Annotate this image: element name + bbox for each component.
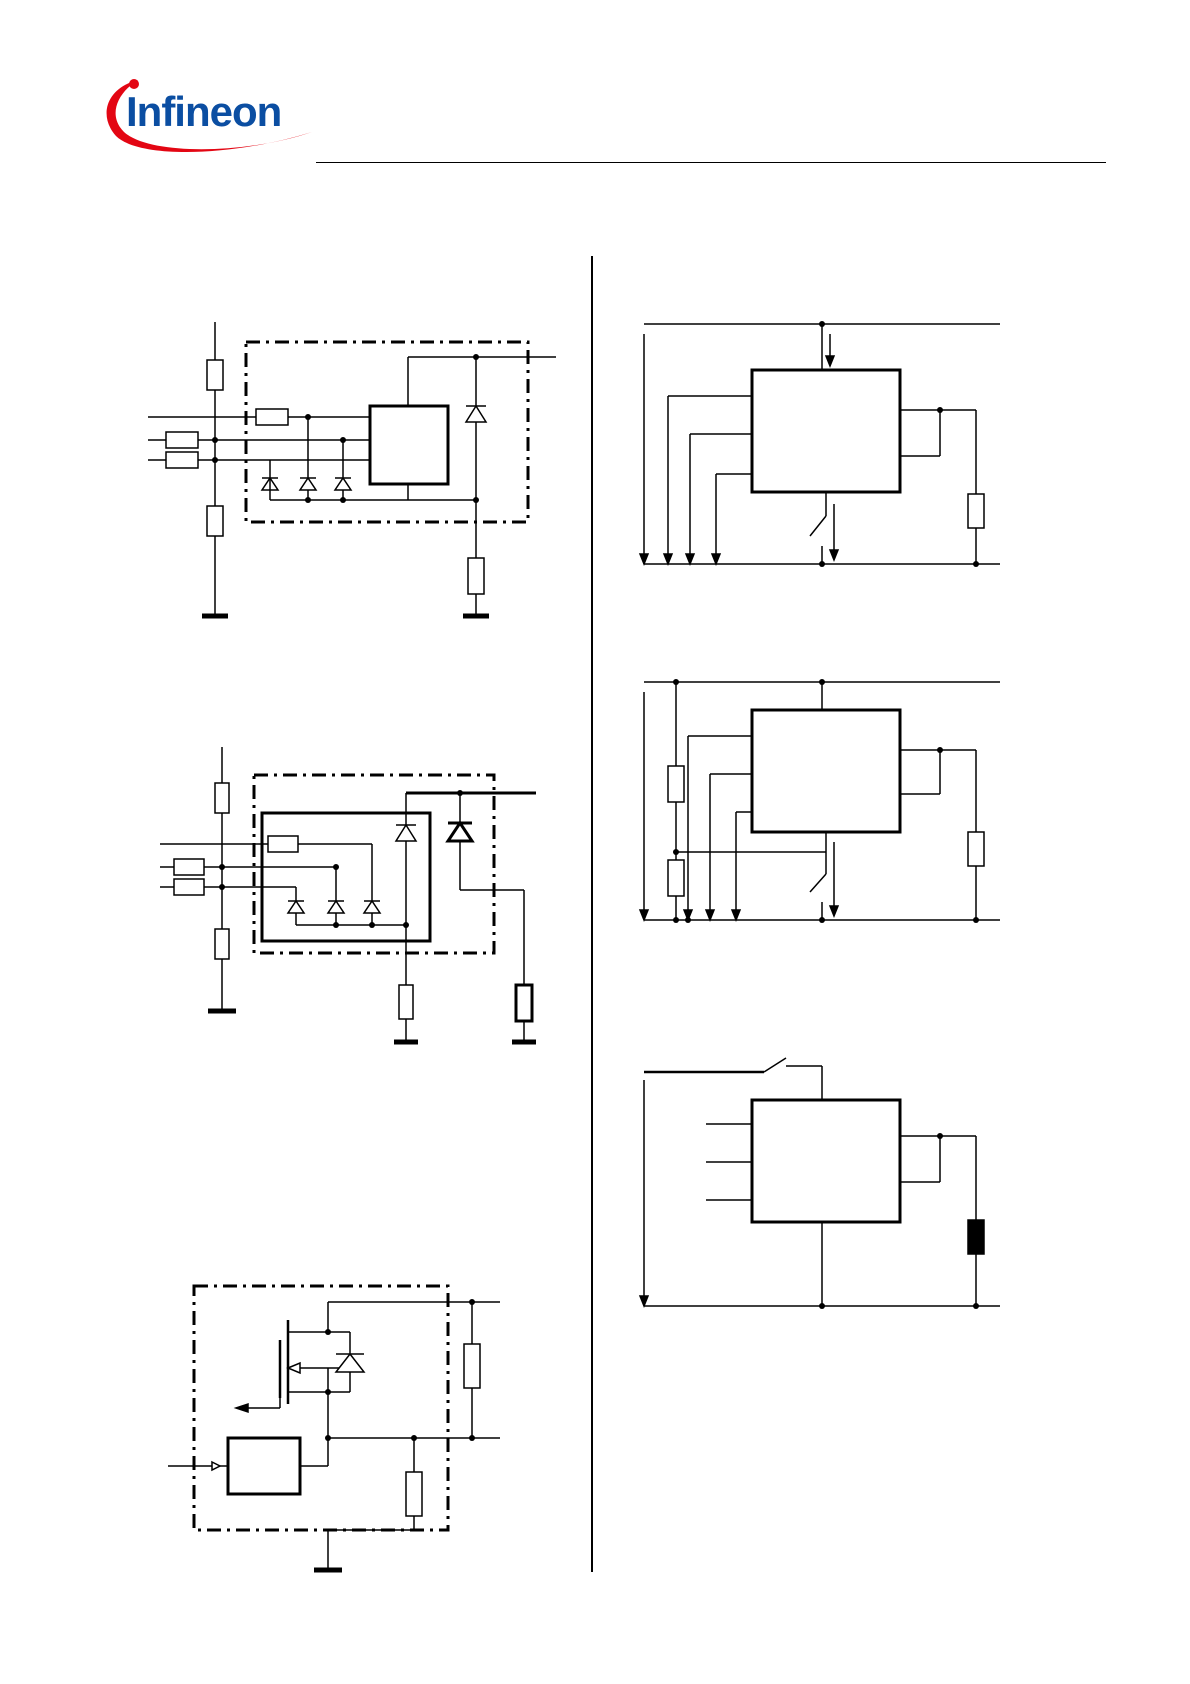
logo-swoosh-icon <box>106 80 313 153</box>
figure-application-ground-referenced <box>638 321 1000 567</box>
ic-block <box>750 368 902 494</box>
resistor-pulldown <box>206 505 224 537</box>
resistor-pullup <box>206 359 224 391</box>
figure-esd-input-protection-with-freewheel-diode <box>160 747 536 1045</box>
ic-block <box>750 1098 902 1224</box>
logic-block <box>368 404 450 486</box>
column-divider <box>591 256 593 1572</box>
figure-output-stage-with-clamp <box>168 1284 500 1573</box>
driver-block <box>226 1436 302 1496</box>
inductive-load <box>967 1219 985 1255</box>
figure-application-inductive-load-switched-supply <box>638 1057 1000 1309</box>
logo-wordmark: Infineon <box>126 88 281 135</box>
figure-application-with-divider-and-switch <box>638 679 1000 923</box>
logo-dot-icon <box>129 79 139 89</box>
load-resistor <box>467 557 485 595</box>
infineon-logo: Infineon <box>106 79 313 153</box>
header-rule <box>316 162 1106 163</box>
ic-block <box>750 708 902 834</box>
figure-esd-input-protection-dual-pull <box>148 322 556 619</box>
